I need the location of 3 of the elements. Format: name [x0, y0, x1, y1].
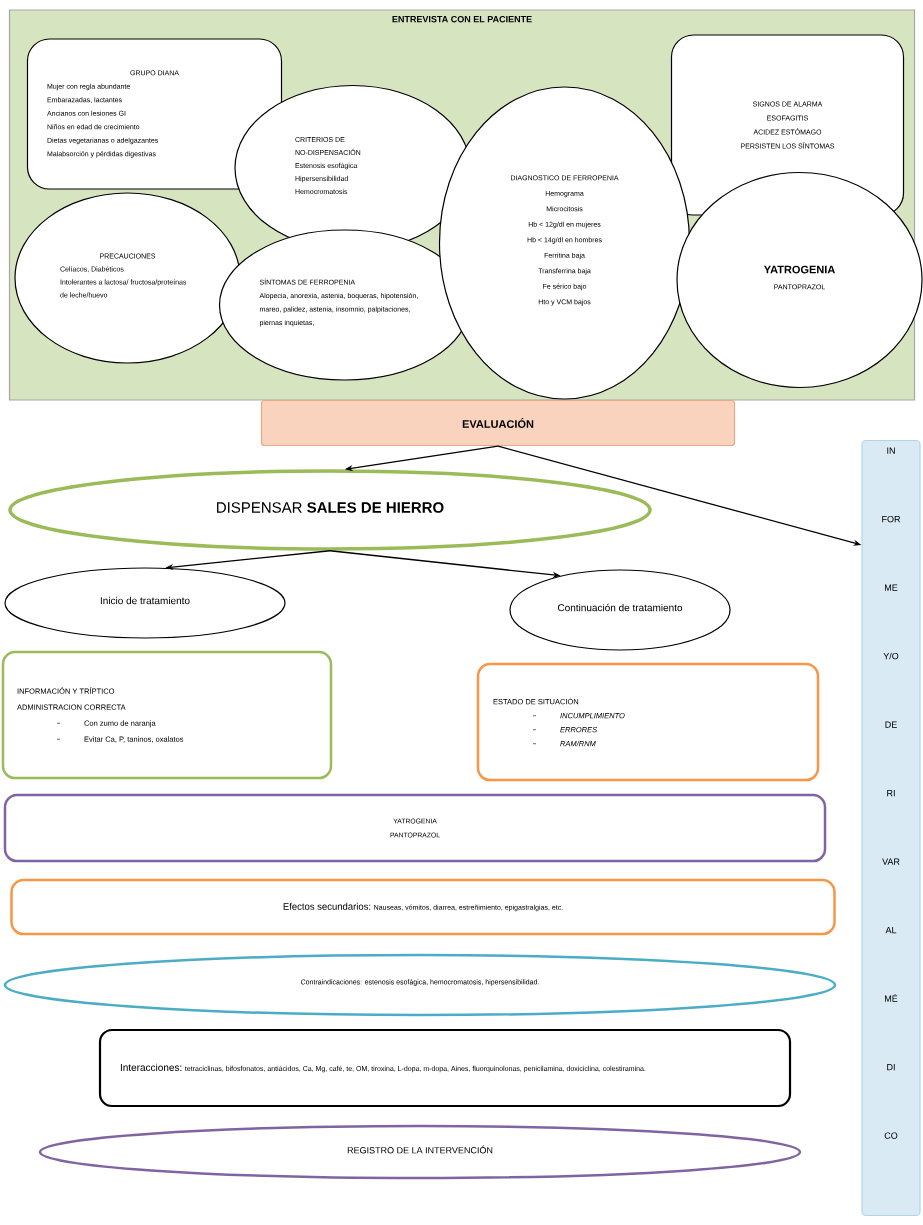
node-label: YATROGENIA — [763, 265, 835, 274]
header-bar: EVALUACIÓN — [260, 399, 736, 447]
side-panel: IN FOR ME Y/O DE RI VAR AL MÉ DI CO — [861, 439, 921, 1217]
